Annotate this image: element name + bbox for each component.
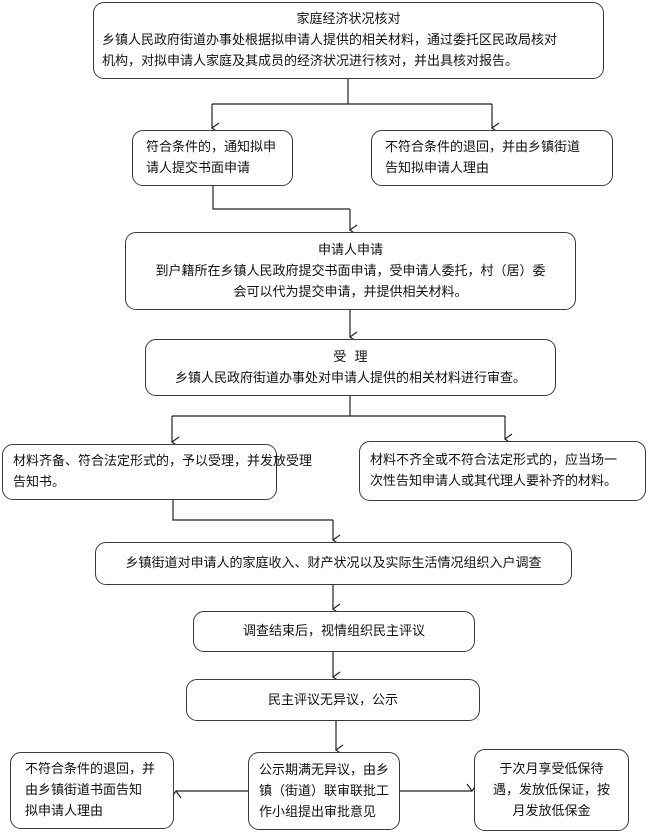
node-text-line: 不符合条件的退回，并由乡镇街道 <box>385 140 581 155</box>
node-title: 受 理 <box>333 349 368 365</box>
node-publicity: 民主评议无异议，公示 <box>186 679 480 721</box>
node-materials-complete: 材料齐备、符合法定形式的，予以受理，并发放受理 告知书。 <box>2 444 313 500</box>
node-text-line: 民主评议无异议，公示 <box>267 692 398 708</box>
node-text-line: 材料不齐全或不符合法定形式的，应当场一 <box>370 453 618 468</box>
node-title: 家庭经济状况核对 <box>296 12 401 27</box>
node-text-line: 告知拟申请人理由 <box>385 161 490 176</box>
node-benefits-granted: 于次月享受低保待 遇，发放低保证，按 月发放低保金 <box>474 749 629 831</box>
node-text-line: 月发放低保金 <box>512 803 591 819</box>
node-text-line: 材料齐备、符合法定形式的，予以受理，并发放受理 <box>13 454 313 469</box>
node-text-line: 到户籍所在乡镇人民政府提交书面申请，受申请人委托，村（居）委 <box>155 263 546 279</box>
node-text-line: 机构，对拟申请人家庭及其成员的经济状况进行核对，并出具核对报告。 <box>102 54 519 69</box>
node-joint-approval: 公示期满无异议，由乡 镇（街道）联审联批工 作小组提出审批意见 <box>248 752 400 830</box>
node-text-line: 公示期满无异议，由乡 <box>259 762 390 778</box>
node-text-line: 遇，发放低保证，按 <box>492 782 610 798</box>
node-text-line: 由乡镇街道书面告知 <box>25 783 143 798</box>
node-eligible-notify: 符合条件的，通知拟申 请人提交书面申请 <box>132 130 293 186</box>
node-ineligible-return-second: 不符合条件的退回，并 由乡镇街道书面告知 拟申请人理由 <box>10 752 174 829</box>
node-text-line: 告知书。 <box>13 475 66 490</box>
node-title: 申请人申请 <box>317 242 383 258</box>
node-democratic-review: 调查结束后，视情组织民主评议 <box>193 611 475 652</box>
node-text-line: 乡镇人民政府街道办事处对申请人提供的相关材料进行审查。 <box>174 370 526 386</box>
node-text-line: 作小组提出审批意见 <box>259 804 377 820</box>
node-text-line: 镇（街道）联审联批工 <box>259 783 390 799</box>
connector-complete-to-survey <box>172 500 333 521</box>
node-acceptance: 受 理 乡镇人民政府街道办事处对申请人提供的相关材料进行审查。 <box>145 339 556 396</box>
connector-eligible-to-apply <box>212 186 350 210</box>
node-text-line: 乡镇街道对申请人的家庭收入、财产状况以及实际生活情况组织入户调查 <box>125 556 542 571</box>
node-ineligible-return-first: 不符合条件的退回，并由乡镇街道 告知拟申请人理由 <box>371 130 613 186</box>
node-text-line: 不符合条件的退回，并 <box>25 762 156 777</box>
node-text-line: 于次月享受低保待 <box>499 761 604 777</box>
node-applicant-apply: 申请人申请 到户籍所在乡镇人民政府提交书面申请，受申请人委托，村（居）委 会可以… <box>125 232 576 310</box>
node-text-line: 调查结束后，视情组织民主评议 <box>242 624 425 639</box>
node-economic-verification: 家庭经济状况核对 乡镇人民政府街道办事处根据拟申请人提供的相关材料，通过委托区民… <box>93 2 604 79</box>
node-text-line: 符合条件的，通知拟申 <box>146 140 277 155</box>
node-text-line: 次性告知申请人或其代理人要补齐的材料。 <box>370 474 618 489</box>
node-text-line: 乡镇人民政府街道办事处根据拟申请人提供的相关材料，通过委托区民政局核对 <box>102 33 558 48</box>
node-materials-incomplete: 材料不齐全或不符合法定形式的，应当场一 次性告知申请人或其代理人要补齐的材料。 <box>359 441 646 501</box>
node-home-survey: 乡镇街道对申请人的家庭收入、财产状况以及实际生活情况组织入户调查 <box>95 542 572 585</box>
node-text-line: 拟申请人理由 <box>25 804 104 819</box>
node-text-line: 请人提交书面申请 <box>146 161 251 176</box>
node-text-line: 会可以代为提交申请，并提供相关材料。 <box>233 284 468 300</box>
